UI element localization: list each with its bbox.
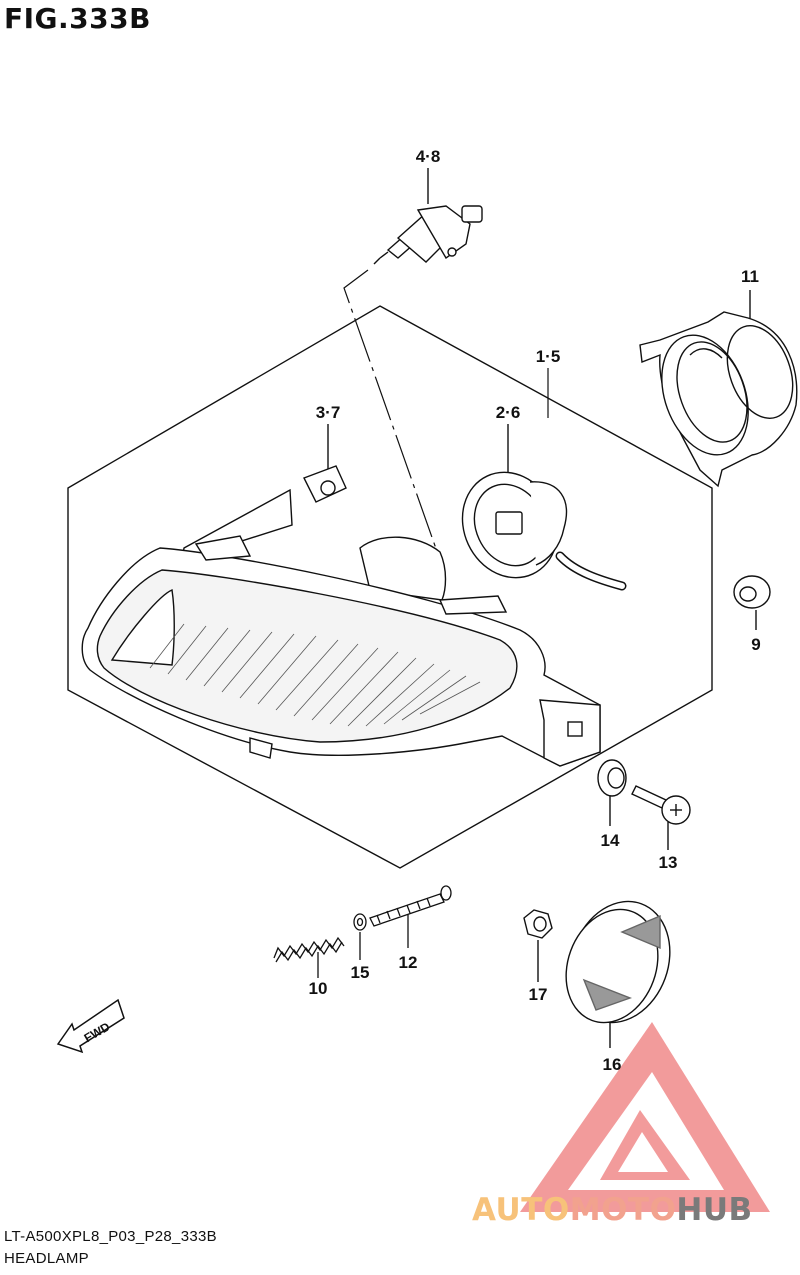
figure-title: FIG.333B (4, 2, 151, 35)
watermark-part2: MOTO (569, 1192, 677, 1228)
clip-icon (303, 424, 347, 503)
figure-name: HEADLAMP (4, 1250, 89, 1267)
socket-icon (461, 424, 627, 591)
headlamp-assembly-icon (81, 488, 601, 767)
watermark-part3: HUB (676, 1192, 753, 1228)
part-label-grommet-9: 9 (751, 635, 760, 654)
watermark-part1: AUTO (472, 1192, 570, 1228)
part-label-headlamp-assy: 1·5 (536, 347, 561, 366)
assembly-outline (67, 305, 713, 869)
socket-cover-icon (639, 290, 798, 488)
screw-13-icon (631, 785, 691, 850)
part-label-socket-cover: 11 (741, 267, 759, 286)
bulb-icon (373, 168, 483, 265)
part-label-socket: 2·6 (496, 403, 521, 422)
watermark-text: AUTOMOTOHUB (472, 1192, 753, 1228)
figure-code: LT-A500XPL8_P03_P28_333B (4, 1228, 217, 1245)
adjust-screw-icon (369, 885, 452, 948)
watermark-logo-icon (520, 1022, 770, 1212)
part-label-bulb: 4·8 (416, 147, 441, 166)
part-labels: 4·8 11 1·5 3·7 2·6 9 14 13 10 15 12 17 16 (309, 147, 761, 1074)
part-label-adjust-screw: 12 (399, 953, 418, 972)
fwd-arrow-icon (56, 998, 125, 1054)
part-label-screw-13: 13 (659, 853, 678, 872)
nut-icon (523, 909, 553, 982)
bulb-leader-line (343, 269, 441, 561)
washer-icon (353, 913, 367, 960)
part-label-washer: 15 (351, 963, 370, 982)
part-label-nut: 17 (529, 985, 548, 1004)
grommet-9-icon (733, 575, 771, 630)
spring-icon (273, 936, 345, 978)
part-label-grommet-14: 14 (601, 831, 620, 850)
reflector-icon (565, 900, 671, 1048)
part-label-clip: 3·7 (316, 403, 341, 422)
lens-hatch (149, 623, 481, 727)
grommet-14-icon (597, 759, 627, 826)
part-label-reflector: 16 (603, 1055, 622, 1074)
part-label-spring: 10 (309, 979, 328, 998)
